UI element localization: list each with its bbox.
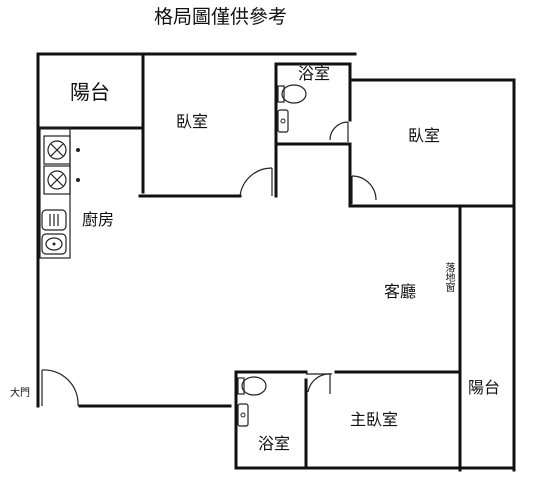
room-label-bedroom-1: 臥室 bbox=[176, 112, 209, 131]
bath-sink-icon bbox=[277, 109, 289, 133]
room-label-bathroom-bottom: 浴室 bbox=[258, 434, 291, 453]
room-label-main-door: 大門 bbox=[10, 388, 30, 399]
doors bbox=[41, 121, 377, 407]
kitchen-appliance-icon bbox=[41, 209, 67, 231]
walls bbox=[36, 52, 516, 472]
fixtures bbox=[39, 84, 307, 427]
room-label-bathroom-top: 浴室 bbox=[298, 64, 331, 83]
room-label-kitchen: 廚房 bbox=[82, 210, 115, 229]
kitchen-sink-icon bbox=[41, 233, 67, 255]
toilet-icon bbox=[277, 84, 307, 104]
room-label-balcony-right: 陽台 bbox=[468, 378, 501, 397]
room-label-living-room: 客廳 bbox=[384, 282, 417, 301]
room-label-bedroom-2: 臥室 bbox=[408, 126, 441, 145]
bath-sink-icon-bottom bbox=[237, 403, 249, 427]
room-label-balcony-top: 陽台 bbox=[70, 80, 110, 104]
stove-icon bbox=[43, 135, 80, 195]
toilet-icon-bottom bbox=[237, 376, 267, 396]
room-label-master-bedroom: 主臥室 bbox=[350, 410, 399, 429]
room-label-floor-window: 落地窗 bbox=[443, 262, 454, 292]
page-title: 格局圖僅供參考 bbox=[154, 6, 288, 28]
